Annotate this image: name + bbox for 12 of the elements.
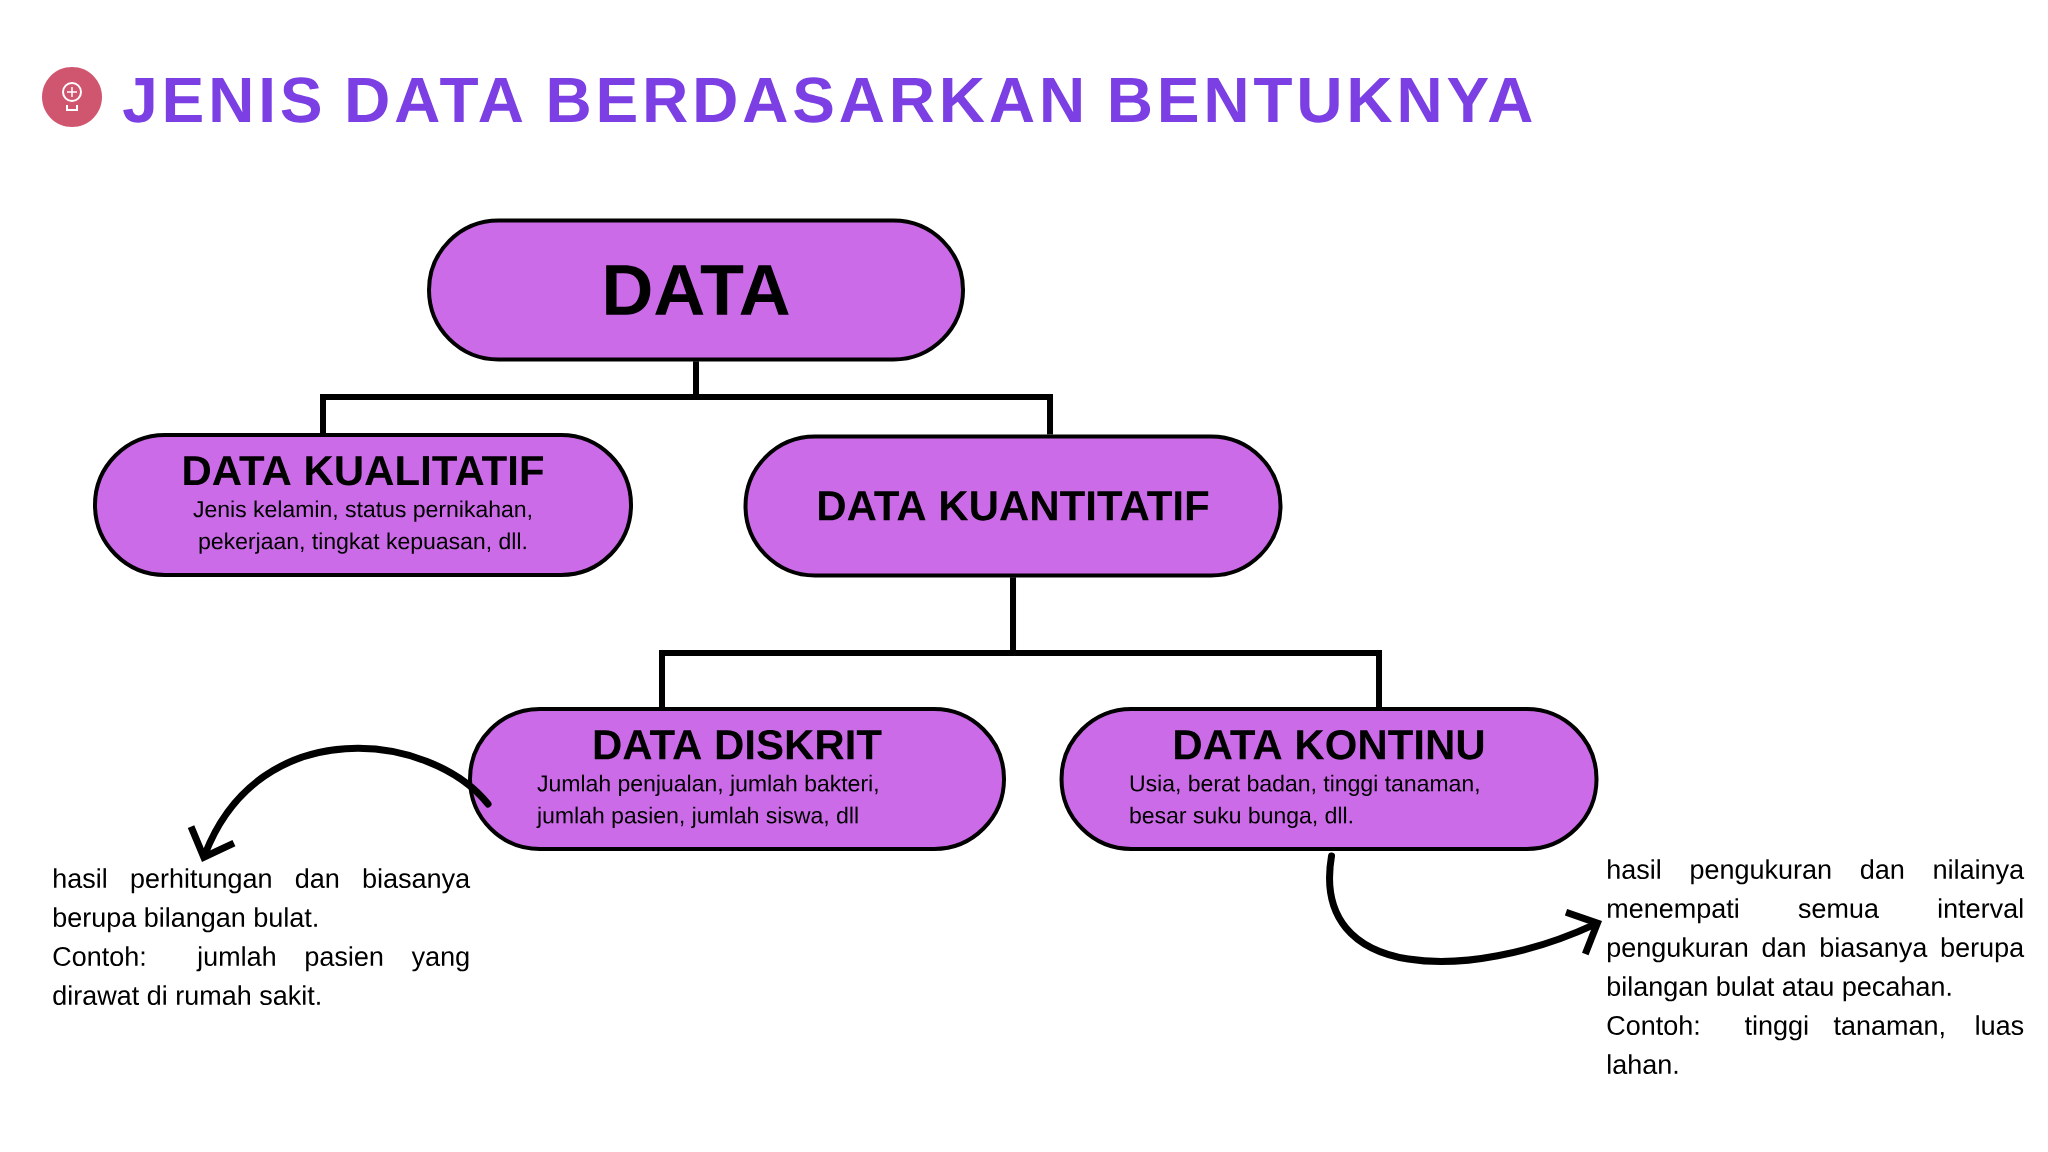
curved-arrow <box>187 745 492 862</box>
pill-box: DATA KUALITATIF Jenis kelamin, status pernikahan, pekerjaan, tingkat kepuasan, dll. <box>93 433 633 577</box>
title-text: JENIS DATA BERDASARKAN BENTUKNYA <box>123 77 1532 123</box>
pill-box: DATA KONTINU Usia, berat badan, tinggi tanaman, besar suku bunga, dll. <box>1059 707 1599 851</box>
connector-line <box>693 361 1053 435</box>
body-text: hasil perhitungan dan biasanya berupa bilangan bulat. Contoh: jumlah pasien yang dirawat di rumah sakit. <box>53 868 471 1006</box>
curved-arrow <box>1326 852 1603 965</box>
pill-box: DATA <box>427 218 965 362</box>
pill-box: DATA DISKRIT Jumlah penjualan, jumlah bakteri, jumlah pasien, jumlah siswa, dll <box>468 707 1006 851</box>
pill-box: DATA KUANTITATIF <box>743 434 1283 578</box>
body-text: hasil pengukuran dan nilainya menempati semua interval pengukuran dan biasanya berupa bilangan bulat atau pecahan. Contoh: tinggi tanaman, luas lahan. <box>1607 859 2025 1075</box>
connector-line <box>1010 577 1382 707</box>
